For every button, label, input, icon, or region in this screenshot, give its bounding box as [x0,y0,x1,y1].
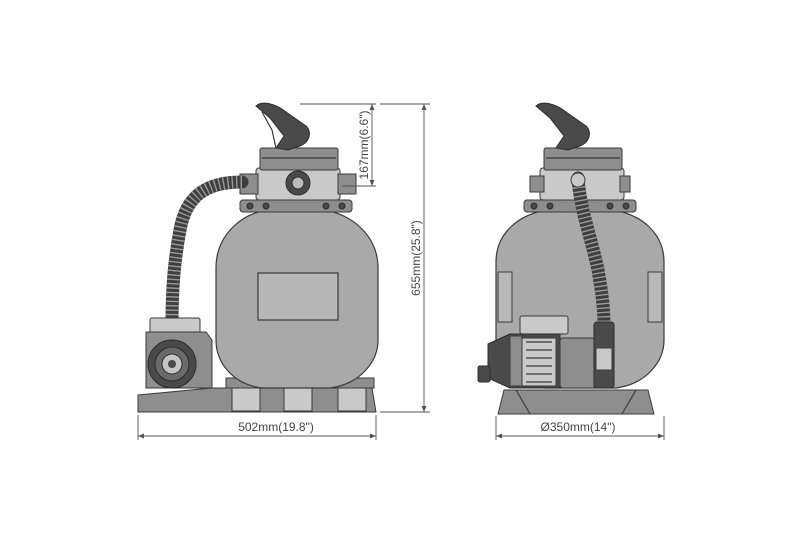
height-label: 655mm(25.8") [409,220,423,296]
side-tank-panel-right [647,271,663,323]
dim-diameter: Ø350mm(14") [495,416,665,440]
front-view: 502mm(19.8") 655mm(25.8") 167mm(6.6") [137,102,430,440]
diameter-label: Ø350mm(14") [541,420,616,434]
dim-width: 502mm(19.8") [137,415,377,440]
side-valve-port [529,175,545,193]
side-valve-handle [535,102,590,151]
front-hose [165,175,249,331]
side-pump [477,315,615,389]
dim-height: 655mm(25.8") [380,103,430,413]
tank-flange [239,199,353,213]
valve-handle [255,102,310,151]
valve-port-right [337,173,357,195]
side-base-plate [497,389,655,415]
dim-valve: 167mm(6.6") [300,103,376,187]
tank-label-panel [257,272,339,321]
valve-label: 167mm(6.6") [357,111,371,180]
front-pump [145,317,213,389]
valve-head [259,147,339,171]
pump-drain-knob [477,365,491,383]
pump-housing [559,337,597,389]
width-label: 502mm(19.8") [238,420,314,434]
side-view: Ø350mm(14") [477,102,665,440]
side-valve-head [543,147,623,171]
side-tank-panel-left [497,271,513,323]
